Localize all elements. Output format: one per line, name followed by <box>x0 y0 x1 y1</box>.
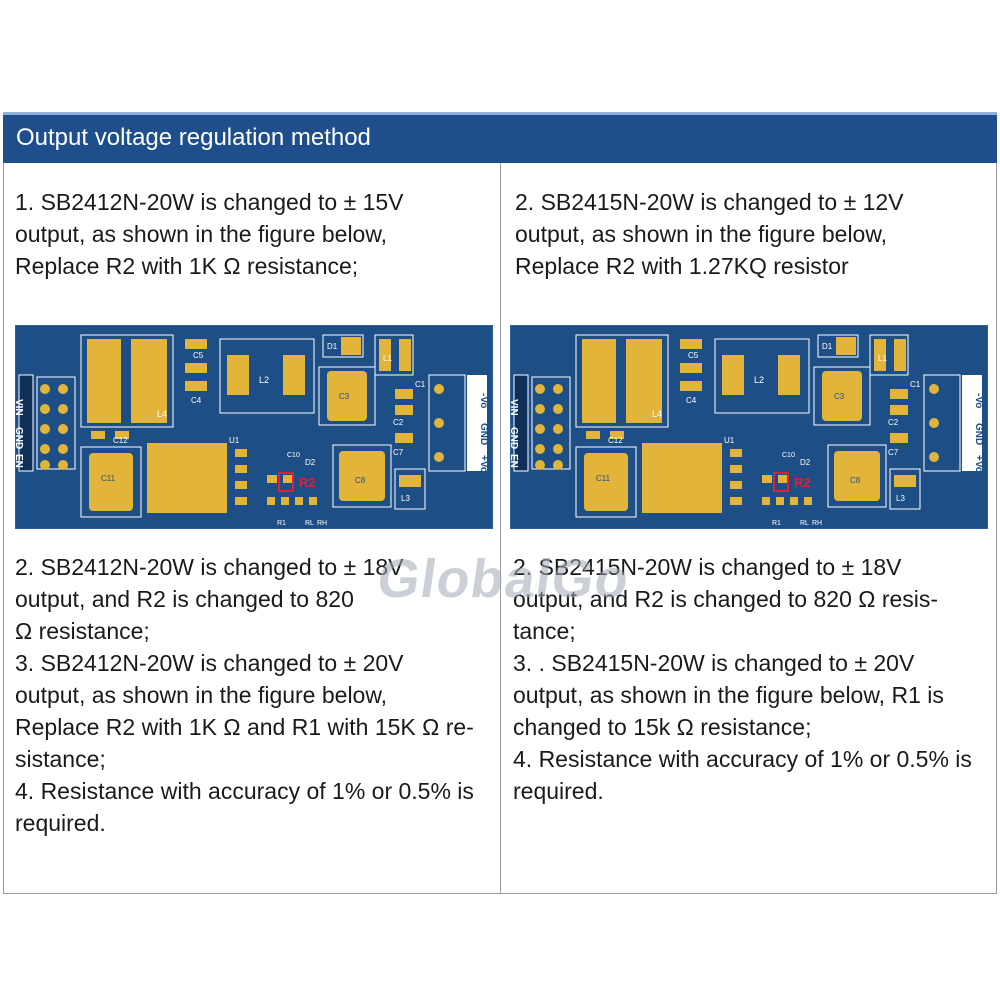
pcb-label-gnd: GND <box>510 427 519 449</box>
text-line: Replace R2 with 1K Ω and R1 with 15K Ω r… <box>15 714 474 740</box>
pcb-label-l2: L2 <box>259 375 269 385</box>
pcb-label-c7: C7 <box>393 448 404 457</box>
pcb-label-c1: C1 <box>415 380 426 389</box>
pcb-label-l4: L4 <box>652 409 662 419</box>
text-line: 3. . SB2415N-20W is changed to ± 20V <box>513 650 915 676</box>
pcb-label-r2: R2 <box>794 475 811 490</box>
pcb-label-c3: C3 <box>339 392 350 401</box>
text-line: Replace R2 with 1K Ω resistance; <box>15 253 359 279</box>
pcb-label-l4: L4 <box>157 409 167 419</box>
pcb-diagram-left: VIN GND EN L4 C5 C4 L2 D1 L1 C3 C1 C2 C7… <box>15 325 493 529</box>
right-top-text: 2. SB2415N-20W is changed to ± 12V outpu… <box>515 186 904 282</box>
pcb-diagram-right: VIN GND EN L4 C5 C4 L2 D1 L1 C3 C1 C2 C7… <box>510 325 988 529</box>
pcb-label-c10: C10 <box>782 452 795 459</box>
right-bottom-text: 2. SB2415N-20W is changed to ± 18V outpu… <box>513 551 972 807</box>
pcb-label-en: EN <box>15 454 24 468</box>
pcb-label-vo-minus: -Vo <box>478 393 489 408</box>
text-line: required. <box>15 810 106 836</box>
left-bottom-text: 2. SB2412N-20W is changed to ± 18V outpu… <box>15 551 474 839</box>
pcb-label-vin: VIN <box>15 399 24 416</box>
pcb-label-c1: C1 <box>910 380 921 389</box>
text-line: changed to 15k Ω resistance; <box>513 714 812 740</box>
column-divider <box>500 163 501 894</box>
pcb-label-r1: R1 <box>772 520 781 527</box>
text-line: sistance; <box>15 746 106 772</box>
pcb-label-c4: C4 <box>686 396 697 405</box>
pcb-label-c8: C8 <box>355 476 366 485</box>
pcb-label-d2: D2 <box>800 458 811 467</box>
pcb-label-en: EN <box>510 454 519 468</box>
text-line: output, as shown in the figure below, R1… <box>513 682 944 708</box>
pcb-label-u1: U1 <box>724 436 735 445</box>
text-line: 2. SB2415N-20W is changed to ± 18V <box>513 554 902 580</box>
text-line: output, and R2 is changed to 820 <box>15 586 354 612</box>
text-line: 3. SB2412N-20W is changed to ± 20V <box>15 650 404 676</box>
pcb-label-gnd: GND <box>15 427 24 449</box>
pcb-label-out-gnd: GND <box>478 423 489 445</box>
pcb-label-rh: RH <box>317 520 327 527</box>
pcb-label-r1: R1 <box>277 520 286 527</box>
pcb-label-r2: R2 <box>299 475 316 490</box>
pcb-label-c3: C3 <box>834 392 845 401</box>
pcb-label-rl: RL <box>800 520 809 527</box>
pcb-label-c4: C4 <box>191 396 202 405</box>
pcb-label-rl: RL <box>305 520 314 527</box>
pcb-label-c5: C5 <box>193 351 204 360</box>
pcb-label-c10: C10 <box>287 452 300 459</box>
text-line: output, as shown in the figure below, <box>15 221 388 247</box>
pcb-label-c11: C11 <box>596 474 611 483</box>
pcb-label-c11: C11 <box>101 474 116 483</box>
pcb-label-c8: C8 <box>850 476 861 485</box>
text-line: Replace R2 with 1.27KQ resistor <box>515 253 849 279</box>
pcb-label-vin: VIN <box>510 399 519 416</box>
pcb-label-vo-plus: +Vo <box>973 455 984 473</box>
pcb-label-l1: L1 <box>878 354 887 363</box>
pcb-label-c2: C2 <box>393 418 404 427</box>
section-title: Output voltage regulation method <box>16 124 371 151</box>
pcb-label-d2: D2 <box>305 458 316 467</box>
pcb-label-c12: C12 <box>113 436 128 445</box>
left-top-text: 1. SB2412N-20W is changed to ± 15V outpu… <box>15 186 404 282</box>
text-line: Ω resistance; <box>15 618 150 644</box>
text-line: 2. SB2415N-20W is changed to ± 12V <box>515 189 904 215</box>
pcb-label-l3: L3 <box>896 494 905 503</box>
pcb-label-vo-plus: +Vo <box>478 455 489 473</box>
pcb-label-c2: C2 <box>888 418 899 427</box>
text-line: 2. SB2412N-20W is changed to ± 18V <box>15 554 404 580</box>
pcb-label-c7: C7 <box>888 448 899 457</box>
text-line: 4. Resistance with accuracy of 1% or 0.5… <box>15 778 474 804</box>
text-line: output, as shown in the figure below, <box>15 682 388 708</box>
section-header: Output voltage regulation method <box>3 112 997 163</box>
pcb-label-rh: RH <box>812 520 822 527</box>
pcb-label-d1: D1 <box>822 342 833 351</box>
watermark-logo: GlobalGo <box>373 549 634 609</box>
pcb-label-out-gnd: GND <box>973 423 984 445</box>
pcb-label-u1: U1 <box>229 436 240 445</box>
pcb-label-c12: C12 <box>608 436 623 445</box>
text-line: required. <box>513 778 604 804</box>
pcb-label-l1: L1 <box>383 354 392 363</box>
text-line: tance; <box>513 618 576 644</box>
pcb-label-c5: C5 <box>688 351 699 360</box>
pcb-label-l2: L2 <box>754 375 764 385</box>
pcb-label-l3: L3 <box>401 494 410 503</box>
pcb-label-d1: D1 <box>327 342 338 351</box>
pcb-label-vo-minus: -Vo <box>973 393 984 408</box>
text-line: 1. SB2412N-20W is changed to ± 15V <box>15 189 404 215</box>
text-line: 4. Resistance with accuracy of 1% or 0.5… <box>513 746 972 772</box>
text-line: output, and R2 is changed to 820 Ω resis… <box>513 586 939 612</box>
text-line: output, as shown in the figure below, <box>515 221 888 247</box>
